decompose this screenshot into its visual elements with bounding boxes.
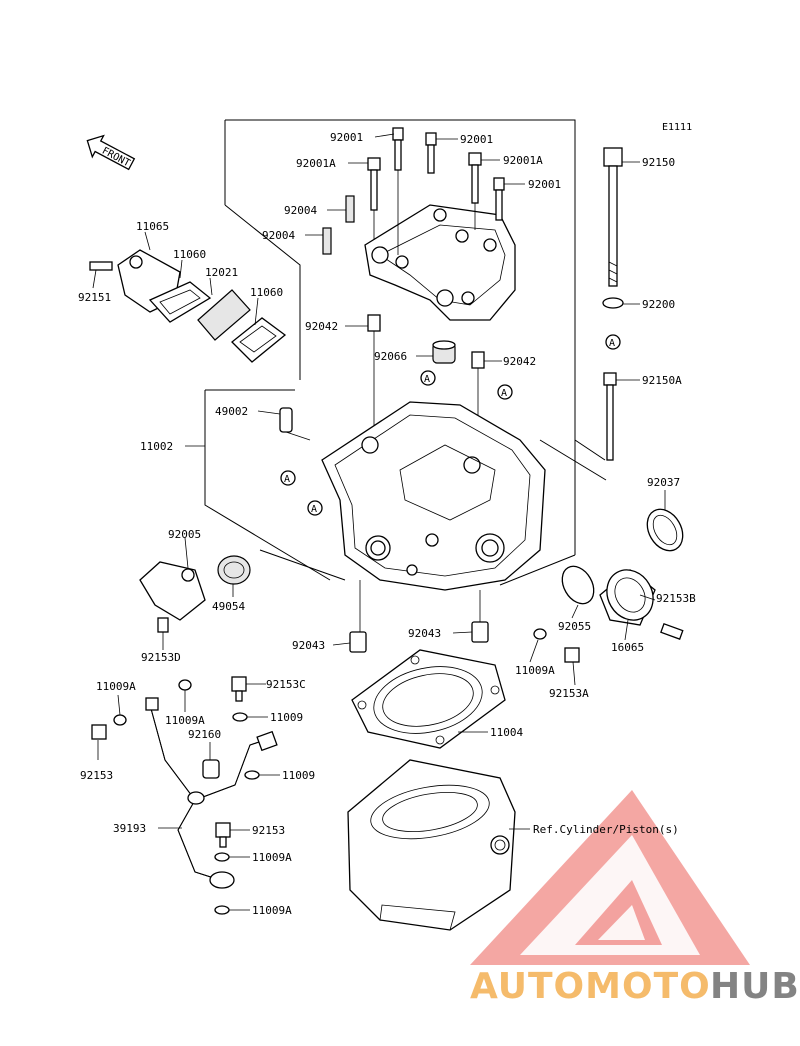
frame-lines	[204, 119, 607, 586]
reed-valve-group	[89, 249, 287, 363]
marker-a-2: A	[424, 374, 430, 385]
part-labels: 92001 92001 92001A 92001A 92001 92004 92…	[78, 131, 696, 917]
part-label: 11009A	[96, 680, 136, 693]
part-label: 92066	[374, 350, 407, 363]
part-label: 92001A	[503, 154, 543, 167]
part-label: 92001	[330, 131, 363, 144]
watermark-logo	[470, 790, 750, 965]
part-label: 11002	[140, 440, 173, 453]
part-label: 92001	[460, 133, 493, 146]
stud-right	[602, 147, 624, 461]
part-label: 92153C	[266, 678, 306, 691]
marker-a-5: A	[311, 504, 317, 515]
part-label: 92055	[558, 620, 591, 633]
part-label: 92160	[188, 728, 221, 741]
part-label: 92151	[78, 291, 111, 304]
thermostat-group	[139, 555, 251, 633]
part-label: 92150A	[642, 374, 682, 387]
dowels	[367, 314, 485, 470]
part-label: 16065	[611, 641, 644, 654]
cylinder-head	[321, 401, 546, 640]
valve-part	[279, 407, 311, 441]
part-label: 11065	[136, 220, 169, 233]
part-label: 92153	[252, 824, 285, 837]
part-label: 92004	[262, 229, 295, 242]
part-label: 11009A	[252, 904, 292, 917]
part-label: 92153	[80, 769, 113, 782]
part-label: 12021	[205, 266, 238, 279]
logo-triangle-tip	[598, 905, 645, 940]
part-label: 11060	[250, 286, 283, 299]
part-label: 11004	[490, 726, 523, 739]
part-label: 92153D	[141, 651, 181, 664]
part-label: 92153B	[656, 592, 696, 605]
part-label: 39193	[113, 822, 146, 835]
part-label: 11009	[270, 711, 303, 724]
intake-boot	[561, 508, 684, 640]
camshaft-holder	[364, 204, 516, 321]
marker-a-3: A	[501, 388, 507, 399]
ref-cylinder-label: Ref.Cylinder/Piston(s)	[533, 823, 679, 836]
part-label: 11009	[282, 769, 315, 782]
part-label: 11009A	[515, 664, 555, 677]
part-label: 92200	[642, 298, 675, 311]
part-label: 49002	[215, 405, 248, 418]
head-gasket	[351, 649, 506, 749]
bolt-group-top	[322, 127, 505, 255]
part-label: 92043	[408, 627, 441, 640]
dowels-lower	[349, 621, 580, 663]
logo-triangle-inner	[520, 835, 700, 955]
brand-part1: AUTOMOTO	[470, 966, 711, 1007]
part-label: 92042	[305, 320, 338, 333]
part-label: 92150	[642, 156, 675, 169]
part-label: 11060	[173, 248, 206, 261]
reference-markers: A A A A A	[280, 334, 621, 516]
cylinder-block	[347, 759, 516, 931]
marker-a-1: A	[609, 338, 615, 349]
part-label: 92043	[292, 639, 325, 652]
part-label: 49054	[212, 600, 245, 613]
part-label: 92042	[503, 355, 536, 368]
brand-part2: HUB	[710, 966, 800, 1007]
diagram-code: E1111	[662, 122, 692, 133]
part-label: 92001A	[296, 157, 336, 170]
leader-lines	[92, 133, 666, 911]
part-label: 92037	[647, 476, 680, 489]
part-label: 92153A	[549, 687, 589, 700]
part-label: 92004	[284, 204, 317, 217]
part-label: 92005	[168, 528, 201, 541]
front-arrow: FRONT	[86, 134, 136, 171]
part-label: 92001	[528, 178, 561, 191]
marker-a-4: A	[284, 474, 290, 485]
brand-wordmark: AUTOMOTO HUB	[470, 966, 800, 1007]
part-label: 11009A	[252, 851, 292, 864]
part-label: 11009A	[165, 714, 205, 727]
